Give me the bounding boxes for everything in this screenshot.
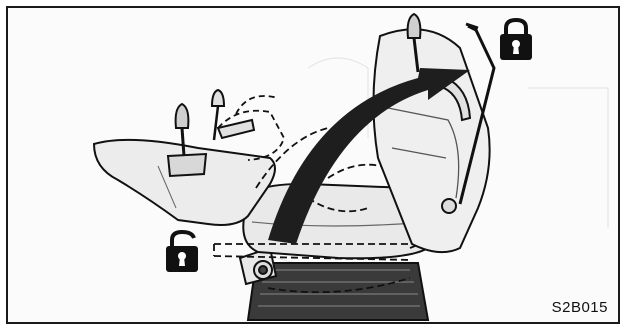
padlock-closed-icon xyxy=(500,20,532,60)
padlock-open-icon xyxy=(166,232,198,272)
left-lever xyxy=(212,90,254,140)
console-tilt-illustration xyxy=(8,8,620,324)
figure-code: S2B015 xyxy=(552,299,608,316)
figure-frame: S2B015 xyxy=(6,6,620,324)
